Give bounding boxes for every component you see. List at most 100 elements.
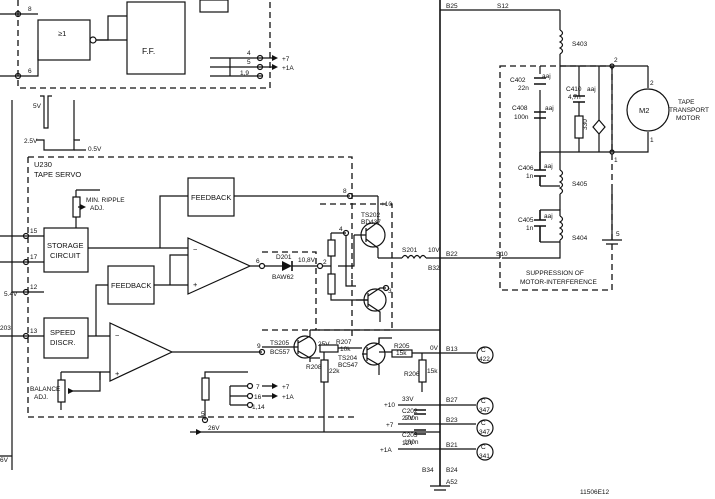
net-203: 203 (0, 325, 11, 332)
motor-m2 (626, 88, 670, 132)
d201-subboard (262, 251, 317, 331)
connector-422-c: C (481, 347, 486, 354)
resistor-r-ts202b (327, 273, 336, 295)
diode-d201-icon (282, 261, 292, 271)
or-gate (37, 19, 91, 61)
connector-347a-c: C (481, 398, 486, 405)
motor-pin-1: 1 (650, 137, 654, 144)
wire-lower-pins (204, 371, 248, 420)
c408-label: C408 (512, 105, 528, 112)
ground-bottom (430, 485, 450, 491)
or-gate-inverter-bubble (89, 36, 97, 44)
connector-422 (476, 346, 494, 364)
pin-17-terminal (22, 258, 30, 266)
supply-plus7: +7 (282, 56, 290, 63)
pin-15: 15 (30, 228, 38, 235)
ripple-label-2: ADJ. (90, 205, 104, 212)
ts205-label: TS205 (270, 340, 290, 347)
r208-value: 22k (329, 368, 340, 375)
storage-label-2: CIRCUIT (50, 251, 81, 260)
opamp-top (187, 237, 252, 295)
waveform-2v5-label: 2.5V (24, 138, 38, 145)
motor-label-3: MOTOR (676, 115, 700, 122)
pin-6-terminal (14, 72, 22, 80)
arrow-26v-icon (196, 429, 202, 435)
ts202-leads (354, 196, 379, 258)
resistor-r208 (320, 359, 329, 383)
c406-value: 1n (526, 173, 534, 180)
c202-capacitor (414, 409, 426, 415)
pin-3b: 3 (388, 288, 392, 295)
wire-ts203-base (345, 236, 356, 287)
pin-9: 9 (257, 343, 261, 350)
voltage-12v: 12V (402, 440, 414, 447)
net-b32: B32 (428, 265, 440, 272)
plus10-label: +10 (381, 201, 392, 208)
r205-label: R205 (394, 343, 410, 350)
pin-7: 7 (256, 384, 260, 391)
ts202-label: TS202 (361, 212, 381, 219)
s201-label: S201 (402, 247, 418, 254)
pin-1-14: 1,14 (252, 404, 265, 411)
c402-capacitor (534, 77, 546, 85)
opamp-bottom (109, 322, 174, 382)
motor-label-1: TAPE (678, 99, 695, 106)
s404-coil (502, 215, 564, 259)
net-b24: B24 (446, 467, 458, 474)
suppression-label-1: SUPPRESSION OF (526, 270, 584, 277)
logic-board-outline (17, 0, 271, 89)
motor-node-1 (609, 149, 615, 155)
resistor-r-ts202a (327, 239, 336, 257)
connector-341 (476, 443, 494, 461)
pin-2b-terminal (316, 262, 324, 270)
logic-gate-top (199, 0, 229, 13)
s404-label: S404 (572, 235, 588, 242)
wire-top-bus (440, 9, 560, 11)
wire-gate-ff-2 (96, 15, 127, 41)
connector-347b-label: 347 (479, 429, 490, 436)
wire-opamp-bottom (88, 335, 262, 373)
wire-r205 (378, 337, 476, 354)
lower-plus1a: +1A (282, 394, 294, 401)
wire-feedback-top (159, 195, 350, 248)
ts202-subboard (318, 203, 393, 331)
r208-label: R208 (306, 364, 322, 371)
opamp-top-plus: + (193, 280, 198, 289)
ts204-leads (362, 338, 380, 375)
pin-2b: 2 (323, 259, 327, 266)
voltage-10v8: 10,8V (298, 257, 316, 264)
voltage-27v: 27V (402, 415, 414, 422)
c408-capacitor (534, 111, 546, 119)
speed-label-2: DISCR. (50, 338, 75, 347)
pin-19-terminal (256, 72, 264, 80)
pin-16: 16 (254, 394, 262, 401)
c408-aaj: aaj (545, 105, 554, 112)
balance-label-1: BALANCE (30, 386, 61, 393)
connector-341-c: C (481, 444, 486, 451)
net-b23: B23 (446, 417, 458, 424)
voltage-5v4: 5.4V (4, 291, 18, 298)
opamp-bottom-minus: − (115, 331, 120, 340)
resistor-lower-left (201, 377, 210, 401)
pin-s2: 2 (614, 57, 618, 64)
wire-opamp-top (88, 247, 260, 286)
lower-plus7: +7 (282, 384, 290, 391)
net-a52: A52 (446, 479, 458, 486)
connector-341-label: 341 (479, 453, 490, 460)
wire-left-bus (0, 100, 13, 470)
opamp-bottom-plus: + (115, 369, 120, 378)
wire-supply-arrows (263, 57, 272, 68)
pin-17: 17 (30, 254, 38, 261)
bc557-label: BC557 (270, 349, 290, 356)
ts205-leads (262, 330, 311, 362)
flip-flop-label: F.F. (142, 46, 155, 56)
wire-feedback-mid (95, 284, 170, 336)
connector-347b-c: C (481, 420, 486, 427)
pin-12: 12 (30, 284, 38, 291)
pin-s1: 1 (614, 157, 618, 164)
wire-suppression (539, 54, 632, 160)
supply-plus10-label: +10 (384, 402, 395, 409)
c410-aaj: aaj (587, 86, 596, 93)
waveform-5v (40, 95, 52, 129)
pin-8-terminal (14, 10, 22, 18)
